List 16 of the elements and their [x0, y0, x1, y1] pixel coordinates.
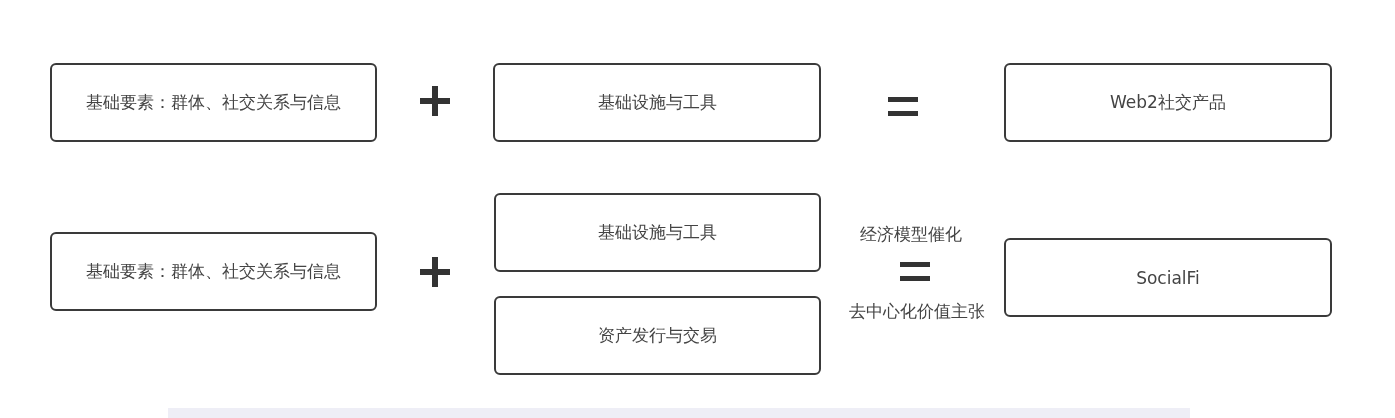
box-label: SocialFi: [1136, 267, 1200, 288]
text-box: [494, 193, 821, 272]
box-label: 基础设施与工具: [597, 91, 717, 114]
operator-caption: 经济模型催化: [860, 223, 962, 245]
text-box: [50, 63, 377, 142]
text-box: [494, 296, 821, 375]
box-label: 资产发行与交易: [598, 324, 717, 347]
box-label: 基础设施与工具: [598, 221, 717, 244]
text-box: [493, 63, 821, 142]
operator-caption: 去中心化价值主张: [849, 300, 985, 322]
box-label: 基础要素：群体、社交关系与信息: [86, 260, 341, 283]
box-label: Web2社交产品: [1110, 91, 1226, 114]
text-box: [1004, 238, 1332, 317]
text-box: [1004, 63, 1332, 142]
text-box: [50, 232, 377, 311]
box-label: 基础要素：群体、社交关系与信息: [86, 91, 341, 114]
